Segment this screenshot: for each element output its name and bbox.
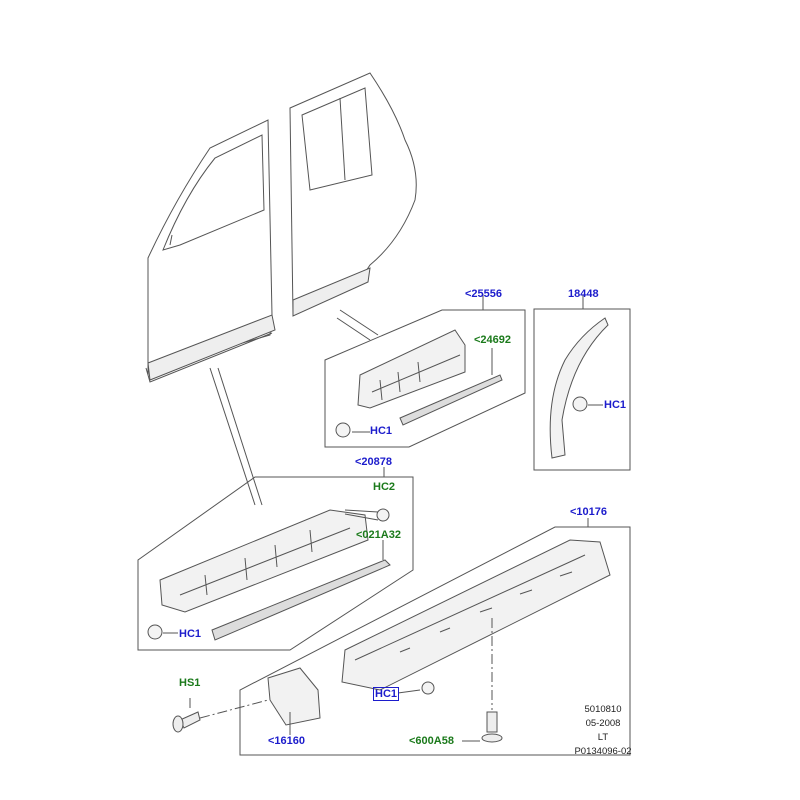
diagram-reference: P0134096-02 <box>574 746 632 757</box>
callout-hc1-selected[interactable]: HC1 <box>373 687 400 701</box>
callout-hc1[interactable]: HC1 <box>604 399 627 411</box>
callout-hc2[interactable]: HC2 <box>373 481 396 493</box>
rear-door-drawing <box>289 72 417 317</box>
callout-600a58[interactable]: <600A58 <box>409 735 454 747</box>
panel-10176-frame <box>239 526 631 756</box>
panel-25556-frame <box>324 309 526 448</box>
callout-10176[interactable]: <10176 <box>570 506 608 518</box>
callout-021a32[interactable]: <021A32 <box>356 529 401 541</box>
callout-20878[interactable]: <20878 <box>355 456 393 468</box>
diagram-info-block: 5010810 05-2008 LT P0134096-02 <box>548 703 658 759</box>
callout-hc1[interactable]: HC1 <box>370 425 393 437</box>
callout-18448[interactable]: 18448 <box>568 288 599 300</box>
panel-20878-frame <box>137 476 414 651</box>
callout-25556[interactable]: <25556 <box>465 288 503 300</box>
front-door-drawing <box>145 119 276 383</box>
callout-hc1[interactable]: HC1 <box>179 628 202 640</box>
diagram-date: 05-2008 <box>585 718 621 729</box>
callout-24692[interactable]: <24692 <box>474 334 512 346</box>
callout-16160[interactable]: <16160 <box>268 735 306 747</box>
panel-18448-frame <box>533 308 631 471</box>
diagram-side: LT <box>597 732 609 743</box>
callout-hs1[interactable]: HS1 <box>179 677 201 689</box>
diagram-code: 5010810 <box>584 704 622 715</box>
